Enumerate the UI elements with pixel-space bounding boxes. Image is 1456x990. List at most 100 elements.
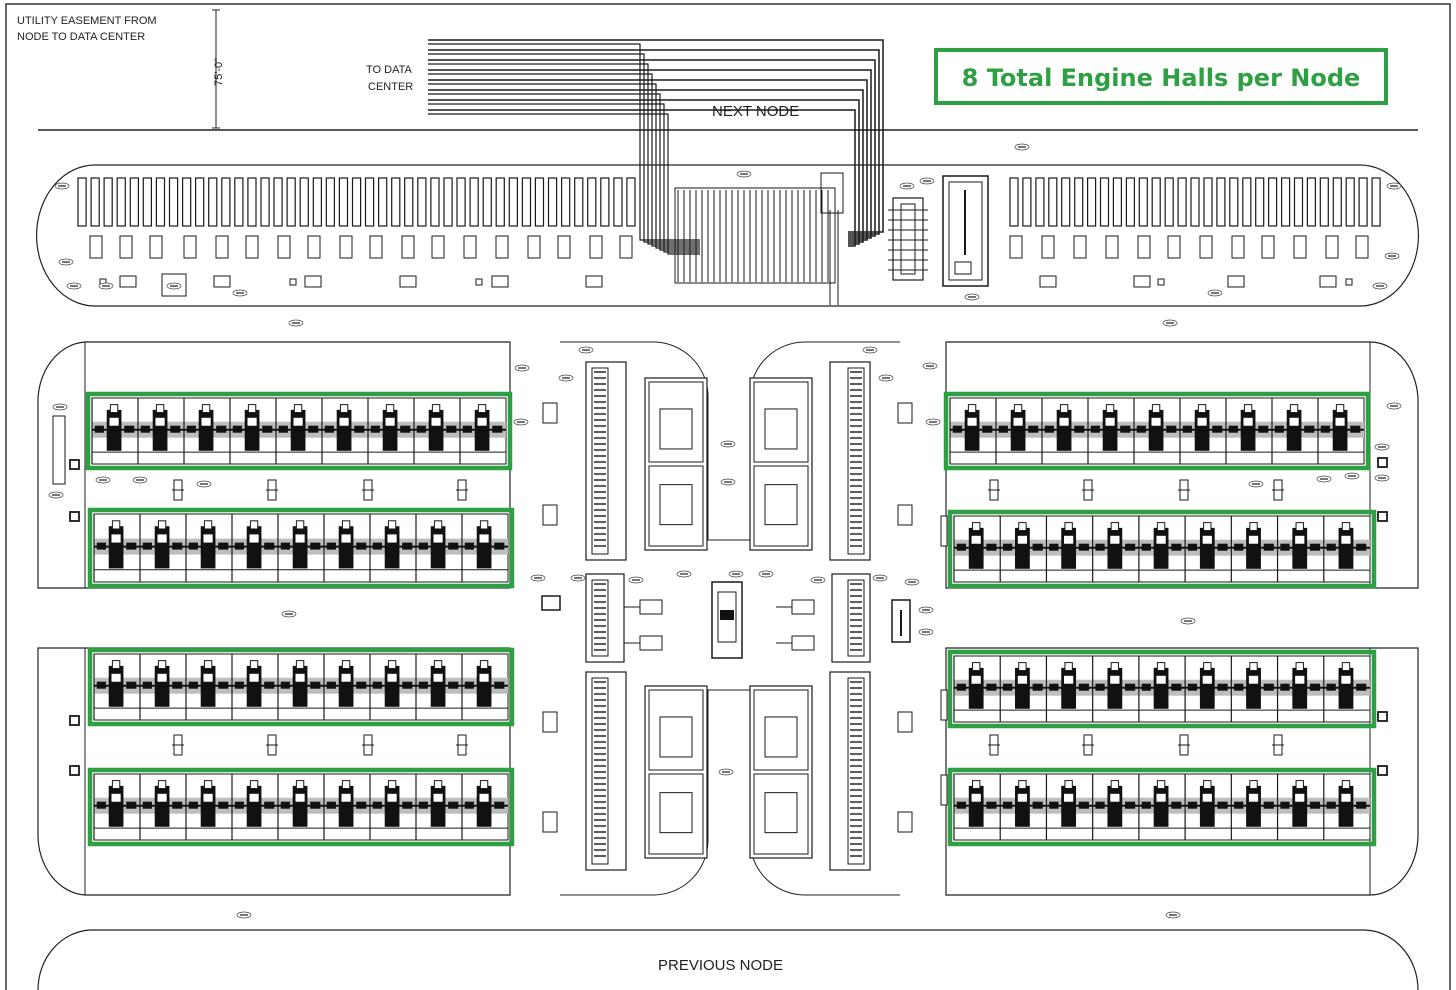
cable	[428, 39, 884, 233]
radiator-unit	[613, 177, 623, 227]
tag-text	[1252, 483, 1260, 485]
transformer-pad	[1355, 235, 1369, 259]
radiator-unit	[1216, 177, 1226, 227]
tag-text	[882, 377, 890, 379]
engine-detail	[1110, 793, 1120, 802]
tag-text	[922, 609, 930, 611]
engine-exhaust	[1341, 522, 1351, 532]
engine-detail	[1341, 535, 1351, 544]
cable	[428, 103, 700, 253]
engine-exhaust	[1203, 522, 1212, 532]
engine-exhaust	[247, 404, 257, 414]
tag-text	[70, 285, 78, 287]
yard-marker	[897, 811, 913, 833]
engine-detail	[157, 673, 167, 682]
radiator-unit	[1306, 177, 1317, 227]
engine-exhaust	[341, 660, 351, 670]
yard-marker	[541, 595, 561, 611]
radiator-unit	[1280, 177, 1291, 227]
engine-exhaust	[1295, 780, 1304, 790]
radiator-unit	[1293, 177, 1304, 227]
engine-exhaust	[1156, 522, 1166, 532]
radiator-unit	[90, 177, 100, 227]
marker-box	[1157, 278, 1165, 286]
engine-detail	[1335, 417, 1345, 426]
junction-box	[69, 765, 80, 776]
meter-box	[304, 275, 322, 288]
engine-detail	[1151, 417, 1161, 426]
engine-detail	[967, 417, 977, 426]
engine-exhaust	[201, 404, 211, 414]
pump-skid	[585, 573, 625, 663]
tag-text	[240, 914, 248, 916]
engine-detail	[109, 417, 119, 426]
radiator-unit	[208, 177, 218, 227]
radiator-unit	[1229, 177, 1239, 227]
engine-exhaust	[155, 404, 165, 414]
engine-exhaust	[971, 780, 981, 790]
pump-skid	[585, 671, 627, 871]
engine-detail	[1202, 793, 1212, 802]
radiator-unit	[521, 177, 532, 227]
storage-tank	[644, 377, 708, 551]
radiator-unit	[351, 177, 362, 227]
engine-detail	[1341, 675, 1351, 684]
meter-box	[1319, 275, 1337, 288]
engine-detail	[479, 673, 489, 682]
cable	[428, 79, 868, 241]
pump-box	[639, 635, 663, 651]
engine-exhaust	[1203, 780, 1212, 790]
hall-door	[940, 774, 948, 806]
tag-text	[200, 483, 208, 485]
radiator-unit	[1332, 177, 1342, 227]
radiator-unit	[1112, 177, 1123, 227]
engine-exhaust	[293, 404, 303, 414]
junction-box	[69, 459, 80, 470]
engine-detail	[971, 675, 981, 684]
cable	[428, 93, 700, 251]
engine-detail	[339, 417, 349, 426]
cable	[428, 53, 700, 243]
cable	[428, 109, 856, 247]
radiator-unit	[312, 177, 322, 227]
engine-exhaust	[1110, 780, 1120, 790]
transformer-pad	[589, 235, 603, 259]
tag-text	[170, 285, 178, 287]
radiator-unit	[417, 177, 427, 227]
engine-exhaust	[1295, 662, 1304, 672]
tag-text	[562, 377, 570, 379]
engine-detail	[1289, 417, 1299, 426]
tag-text	[903, 185, 911, 187]
radiator-unit	[1022, 177, 1032, 227]
engine-detail	[111, 534, 121, 543]
tag-text	[518, 367, 526, 369]
radiator-unit	[1061, 177, 1071, 227]
transformer-pad	[89, 235, 103, 259]
radiator-unit	[142, 177, 153, 227]
tag-text	[582, 349, 590, 351]
tag-text	[236, 292, 244, 294]
engine-exhaust	[1105, 404, 1115, 414]
engine-exhaust	[433, 520, 443, 530]
transformer-pad	[401, 235, 415, 259]
engine-detail	[1156, 793, 1166, 802]
engine-halls-callout-box	[934, 48, 1388, 105]
engine-exhaust	[1243, 404, 1253, 414]
radiator-unit	[129, 177, 140, 227]
meter-box	[213, 275, 231, 288]
tag-text	[102, 285, 110, 287]
tank-unit	[764, 716, 798, 758]
pump-box	[791, 599, 815, 615]
pump-skid	[829, 671, 871, 871]
engine-exhaust	[157, 780, 167, 790]
radiator-unit	[495, 177, 505, 227]
meter-box	[491, 275, 509, 288]
transformer-pad	[1325, 235, 1339, 259]
pump-skid	[831, 573, 871, 663]
engine-detail	[387, 673, 397, 682]
radiator-unit	[1035, 177, 1045, 227]
building-top-right	[945, 341, 1419, 589]
engine-halls-callout: 8 Total Engine Halls per Node	[962, 64, 1361, 92]
engine-exhaust	[1018, 522, 1027, 532]
utility-strip-equipment	[48, 143, 1402, 919]
